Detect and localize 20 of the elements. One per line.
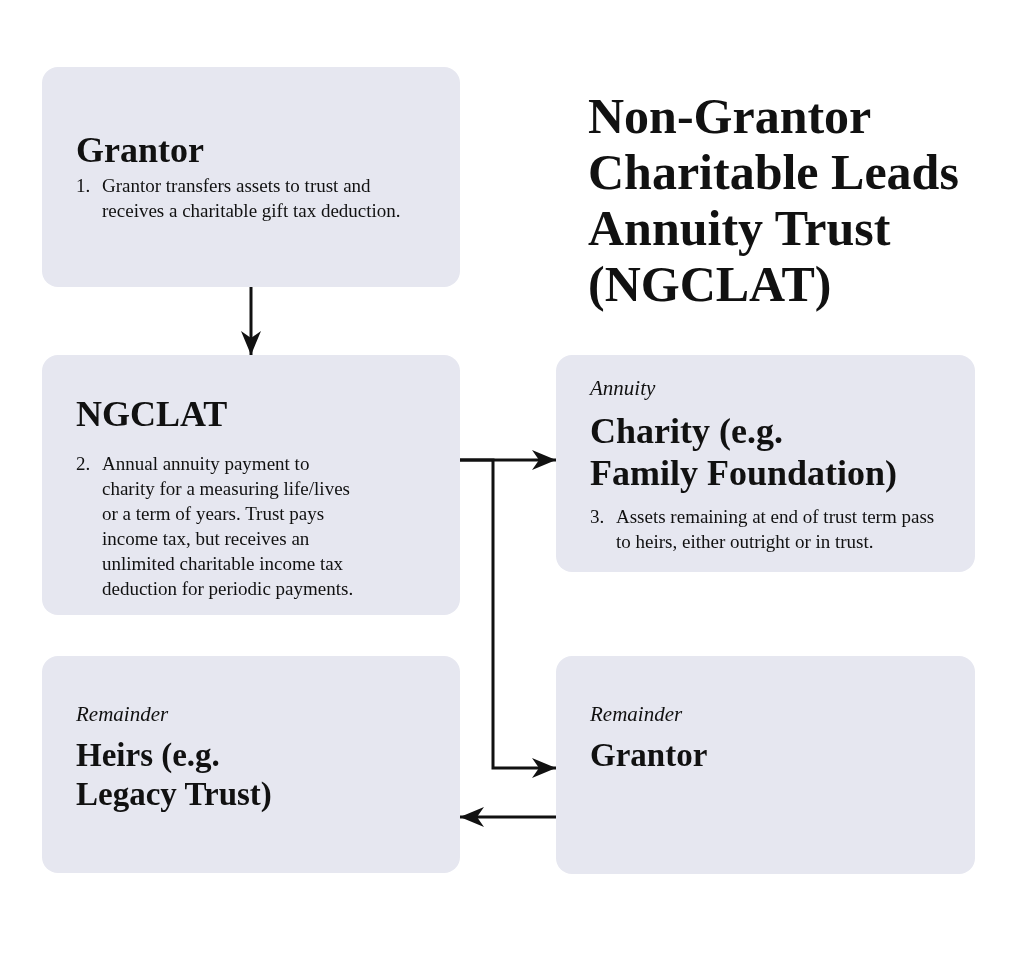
card-heading: Charity (e.g. Family Foundation) [590, 410, 899, 495]
info-card [556, 355, 975, 572]
card-heading: Grantor [76, 129, 204, 172]
diagram-title: Non-Grantor Charitable Leads Annuity Trust (NGCLAT) [588, 88, 960, 312]
arrow [460, 458, 556, 778]
arrow [241, 287, 261, 355]
card-heading: Grantor [590, 736, 708, 775]
numbered-step: 3. Assets remaining at end of trust term pass to heirs, either outright or in trust. [590, 504, 941, 555]
info-card [556, 656, 975, 874]
numbered-step: 2. Annual annuity payment to charity for a measuring life/lives or a term of years. Trust pays income tax, but receives an unlimited charitable income tax deduction for periodic payments. [76, 451, 361, 602]
card-heading: Heirs (e.g. Legacy Trust) [76, 736, 273, 814]
card-heading: NGCLAT [76, 393, 228, 436]
arrow [460, 807, 556, 827]
info-card [42, 355, 460, 615]
role-label: Remainder [590, 701, 683, 727]
info-card [42, 656, 460, 873]
numbered-step: 1. Grantor transfers assets to trust and receives a charitable gift tax deduction. [76, 173, 410, 224]
info-card [42, 67, 460, 287]
role-label: Remainder [76, 701, 169, 727]
role-label: Annuity [590, 375, 656, 401]
